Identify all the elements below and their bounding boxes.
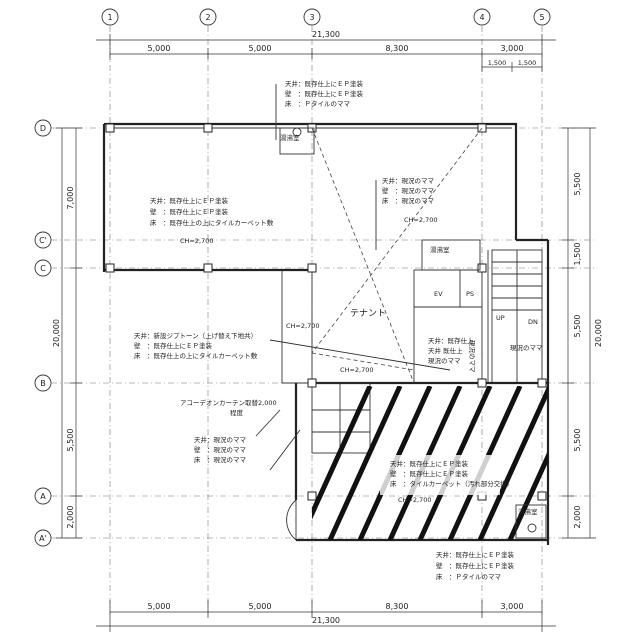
note-line: 床 ：Ｐタイルのママ bbox=[436, 572, 502, 581]
note-line: 天井：新設ジプトーン（上げ替え下地共） bbox=[134, 331, 257, 340]
dim-right-span: 1,500 bbox=[573, 243, 582, 266]
stair-note: 現況のママ bbox=[510, 343, 543, 352]
bottom-dimensions: 5,000 5,000 8,300 3,000 21,300 bbox=[96, 600, 556, 632]
dim-top-span: 5,000 bbox=[249, 44, 272, 53]
note-line: 壁 ：既存仕上にＥＰ塗装 bbox=[390, 469, 469, 478]
note-line: 天井：既存仕上 bbox=[428, 336, 474, 345]
dim-right-span: 5,500 bbox=[573, 173, 582, 196]
grid-row-label: B bbox=[40, 379, 46, 388]
grid-row-label: A' bbox=[39, 534, 47, 543]
ps-label: PS bbox=[466, 290, 474, 298]
right-dimensions: 5,500 1,500 5,500 5,500 2,000 20,000 bbox=[562, 127, 603, 539]
dim-bottom-span: 5,000 bbox=[249, 602, 272, 611]
ceiling-height: CH=2,700 bbox=[180, 237, 213, 245]
dim-right-span: 5,500 bbox=[573, 315, 582, 338]
structural-columns bbox=[105, 123, 547, 501]
pantry-label: 湯沸室 bbox=[430, 245, 450, 254]
note-line: 壁 ：現況のママ bbox=[194, 445, 247, 454]
dim-top-sub: 1,500 bbox=[488, 59, 507, 67]
ceiling-height: CH=2,700 bbox=[398, 496, 431, 504]
note-line: 天井：既存仕上にＥＰ塗装 bbox=[436, 550, 515, 559]
dim-top-span: 5,000 bbox=[148, 44, 171, 53]
note-line: 壁 ：既存仕上にＥＰ塗装 bbox=[436, 561, 515, 570]
leader-lines bbox=[255, 84, 451, 471]
note-core: 天井：既存仕上 天井 既仕上 現況のママ 現況のママ bbox=[428, 336, 477, 373]
dim-right-span: 5,500 bbox=[573, 429, 582, 452]
ceiling-height: CH=2,700 bbox=[340, 366, 373, 374]
note-line: 天井：現況のママ bbox=[382, 176, 435, 185]
note-left-room: 天井：既存仕上にＥＰ塗装 壁 ：既存仕上にＥＰ塗装 床 ：既存仕上の上にタイルカ… bbox=[150, 196, 274, 245]
stair-up-label: UP bbox=[496, 314, 505, 322]
note-line: 天井：既存仕上にＥＰ塗装 bbox=[390, 459, 469, 468]
grid-col-label: 3 bbox=[309, 13, 314, 22]
grid-row-label: D bbox=[40, 124, 46, 133]
note-line: 天井：既存仕上にＥＰ塗装 bbox=[150, 196, 229, 205]
note-line: 壁 ：既存仕上にＥＰ塗装 bbox=[285, 89, 364, 98]
dim-top-span: 3,000 bbox=[501, 44, 524, 53]
dim-left-span: 5,500 bbox=[66, 429, 75, 452]
grid-row-label: C bbox=[40, 264, 46, 273]
note-line: 床 ：タイルカーペット（汚れ部分交換） bbox=[390, 479, 513, 488]
grid-col-label: 5 bbox=[539, 13, 544, 22]
entrance-arc bbox=[286, 499, 297, 541]
pantry-label: 湯沸室 bbox=[280, 133, 300, 142]
note-line: 天井：現況のママ bbox=[194, 435, 247, 444]
note-line: 床 ：Ｐタイルのママ bbox=[285, 99, 351, 108]
dim-bottom-span: 3,000 bbox=[501, 602, 524, 611]
note-line: 壁 ：既存仕上にＥＰ塗装 bbox=[134, 341, 213, 350]
dim-left-span: 7,000 bbox=[66, 187, 75, 210]
note-line: 天井：既存仕上にＥＰ塗装 bbox=[285, 79, 364, 88]
ceiling-height: CH=2,700 bbox=[286, 322, 319, 330]
grid-row-label: C' bbox=[39, 236, 47, 245]
pantry-label: 湯沸室 bbox=[518, 507, 538, 516]
core-vertical-label: 現況のママ bbox=[468, 340, 477, 373]
note-curtain: アコーデオンカーテン取替2,000 程度 bbox=[180, 398, 277, 417]
note-line: 天井 既仕上 bbox=[428, 346, 463, 355]
top-dimensions: 21,300 5,000 5,000 8,300 3,000 1,500 1,5… bbox=[96, 30, 556, 72]
note-line: 床 ：既存仕上の上にタイルカーペット敷 bbox=[150, 218, 274, 227]
note-hatched: 天井：既存仕上にＥＰ塗装 壁 ：既存仕上にＥＰ塗装 床 ：タイルカーペット（汚れ… bbox=[390, 459, 513, 504]
pantries bbox=[279, 127, 547, 539]
dim-top-span: 8,300 bbox=[386, 44, 409, 53]
grid-col-label: 4 bbox=[479, 13, 484, 22]
grid-col-label: 1 bbox=[107, 13, 112, 22]
note-line: 床 ：現況のママ bbox=[194, 455, 247, 464]
note-line: 床 ：現況のママ bbox=[382, 196, 435, 205]
column-bubbles: 1 2 3 4 5 bbox=[101, 8, 551, 26]
note-line: 壁 ：現況のママ bbox=[382, 186, 435, 195]
note-line: 床 ：既存仕上の上にタイルカーペット敷 bbox=[134, 351, 258, 360]
note-top: 天井：既存仕上にＥＰ塗装 壁 ：既存仕上にＥＰ塗装 床 ：Ｐタイルのママ bbox=[285, 79, 364, 108]
dim-top-total: 21,300 bbox=[312, 30, 340, 39]
dim-bottom-total: 21,300 bbox=[312, 616, 340, 625]
note-middle: 天井：新設ジプトーン（上げ替え下地共） 壁 ：既存仕上にＥＰ塗装 床 ：既存仕上… bbox=[134, 331, 258, 360]
row-bubbles: D C' C B A A' bbox=[34, 119, 52, 547]
grid-row-label: A bbox=[40, 492, 46, 501]
hatched-area bbox=[312, 386, 548, 540]
note-right-room: 天井：現況のママ 壁 ：現況のママ 床 ：現況のママ CH=2,700 bbox=[382, 176, 437, 224]
dim-left-span: 2,000 bbox=[66, 506, 75, 529]
note-line: 現況のママ bbox=[428, 356, 461, 365]
ceiling-height: CH=2,700 bbox=[404, 216, 437, 224]
dim-right-total: 20,000 bbox=[594, 319, 603, 347]
curtain-label: アコーデオンカーテン取替2,000 bbox=[180, 398, 277, 407]
dim-left-total: 20,000 bbox=[52, 319, 61, 347]
curtain-sub-label: 程度 bbox=[230, 408, 244, 417]
ev-label: EV bbox=[434, 290, 443, 298]
stair-down-label: DN bbox=[528, 318, 538, 326]
grid-col-label: 2 bbox=[205, 13, 210, 22]
dim-bottom-span: 8,300 bbox=[386, 602, 409, 611]
dim-right-span: 2,000 bbox=[573, 506, 582, 529]
note-line: 壁 ：既存仕上にＥＰ塗装 bbox=[150, 207, 229, 216]
left-dimensions: 7,000 5,500 2,000 20,000 bbox=[52, 127, 82, 539]
tenant-dash-lines bbox=[311, 127, 483, 384]
note-toilet: 天井：現況のママ 壁 ：現況のママ 床 ：現況のママ bbox=[194, 435, 247, 464]
dim-top-sub: 1,500 bbox=[518, 59, 537, 67]
dim-bottom-span: 5,000 bbox=[148, 602, 171, 611]
note-bottom: 天井：既存仕上にＥＰ塗装 壁 ：既存仕上にＥＰ塗装 床 ：Ｐタイルのママ bbox=[436, 550, 515, 581]
tenant-label: テナント bbox=[350, 308, 386, 319]
